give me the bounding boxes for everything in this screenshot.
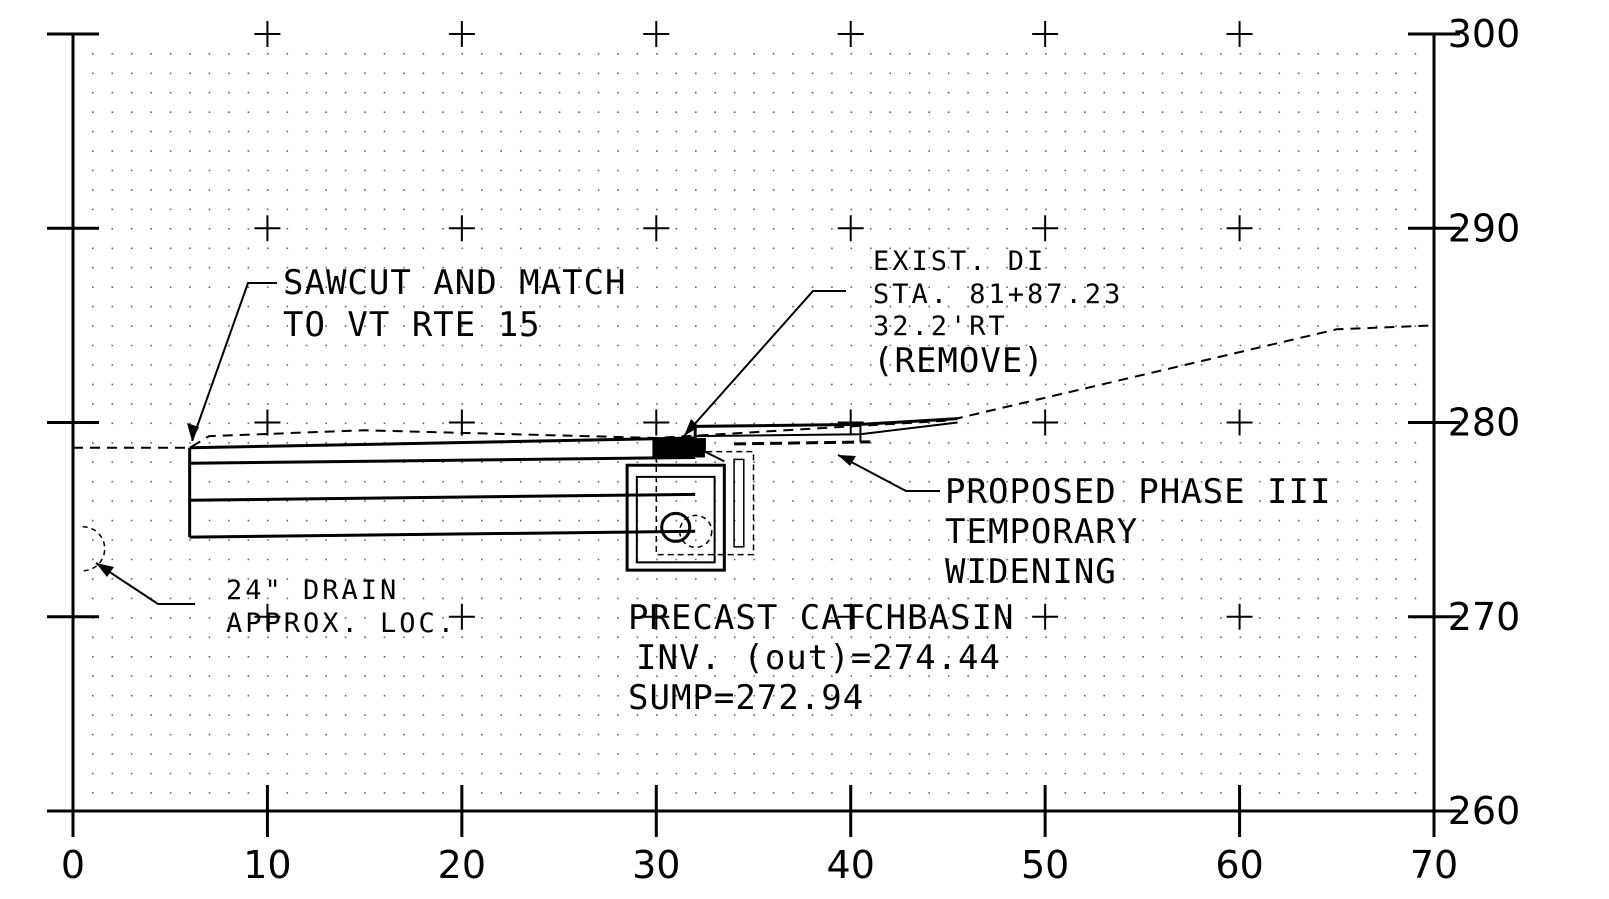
exist-di-line2: STA. 81+87.23 bbox=[873, 279, 1123, 310]
grid-crosshair bbox=[254, 21, 281, 47]
pavement-layer-line bbox=[189, 492, 696, 502]
grid-dot-pattern bbox=[92, 53, 1417, 794]
x-tick-label: 70 bbox=[1410, 843, 1458, 887]
y-tick-label: 270 bbox=[1448, 595, 1521, 639]
grid-crosshair bbox=[448, 215, 475, 242]
existing-di-wall bbox=[733, 458, 745, 548]
x-axis-ticks bbox=[71, 785, 1436, 837]
grid-crosshair bbox=[448, 603, 475, 630]
annotations: SAWCUT AND MATCH TO VT RTE 15 EXIST. DI … bbox=[95, 246, 1331, 718]
phase-leader bbox=[837, 454, 940, 492]
drain-line1: 24" DRAIN bbox=[226, 575, 399, 606]
phase-arrowhead bbox=[838, 455, 856, 466]
x-tick-label: 0 bbox=[61, 843, 85, 887]
grid-crosshair bbox=[1032, 603, 1059, 630]
grid-crosshair bbox=[1226, 603, 1253, 630]
sawcut-leader bbox=[191, 282, 277, 442]
x-axis-labels: 0 10 20 30 40 50 60 70 bbox=[61, 843, 1458, 887]
grid-crosshair bbox=[837, 603, 864, 630]
sawcut-arrowhead bbox=[187, 423, 199, 441]
grid-crosshair bbox=[1032, 21, 1059, 47]
grid-crosshair bbox=[254, 215, 281, 242]
existing-ground-line bbox=[73, 324, 1435, 449]
y-axis-labels: 260 270 280 290 300 bbox=[1448, 12, 1521, 833]
grid-crosshair bbox=[1032, 409, 1059, 436]
phase-line2: TEMPORARY bbox=[945, 512, 1138, 552]
catchbasin-line1: PRECAST CATCHBASIN bbox=[628, 598, 1014, 638]
grid-crosshair bbox=[448, 21, 475, 47]
catchbasin-line2: INV. (out)=274.44 bbox=[636, 638, 1001, 678]
phase-line3: WIDENING bbox=[945, 552, 1117, 592]
y-tick-label: 280 bbox=[1448, 401, 1521, 445]
pavement-layer-line bbox=[189, 529, 696, 539]
grid-crosshair bbox=[837, 409, 864, 436]
exist-di-line3: 32.2'RT bbox=[873, 311, 1008, 342]
grid-crosshair bbox=[1032, 215, 1059, 242]
grid-crosshair bbox=[643, 21, 670, 47]
x-tick-label: 20 bbox=[438, 843, 486, 887]
grid-crosshair bbox=[448, 409, 475, 436]
drain-line2: APPROX. LOC. bbox=[226, 608, 457, 639]
x-tick-label: 40 bbox=[827, 843, 875, 887]
x-tick-label: 10 bbox=[243, 843, 291, 887]
grid-crosshair bbox=[643, 215, 670, 242]
phase-line1: PROPOSED PHASE III bbox=[945, 472, 1331, 512]
y-axis-ticks bbox=[47, 32, 1460, 813]
grid-crosshair bbox=[1226, 409, 1253, 436]
y-tick-label: 260 bbox=[1448, 789, 1521, 833]
catchbasin-inner bbox=[635, 475, 716, 564]
exist-di-arrowhead bbox=[684, 419, 699, 436]
grid-crosshair bbox=[643, 603, 670, 630]
outlet-pipe-circle bbox=[660, 511, 692, 543]
existing-pipe-circle bbox=[678, 514, 713, 549]
pavement-layer-line bbox=[189, 455, 696, 465]
grid-crosshair bbox=[1226, 215, 1253, 242]
widening-dashed-line bbox=[734, 440, 871, 446]
grid-crosshairs bbox=[254, 21, 1253, 630]
grid-crosshair bbox=[837, 215, 864, 242]
x-tick-label: 30 bbox=[632, 843, 680, 887]
grid-crosshair bbox=[643, 409, 670, 436]
grid-crosshair bbox=[1226, 21, 1253, 47]
drain-leader bbox=[95, 562, 195, 605]
y-tick-label: 300 bbox=[1448, 12, 1521, 56]
catchbasin-line3: SUMP=272.94 bbox=[628, 678, 864, 718]
grid-crosshair bbox=[254, 409, 281, 436]
exist-di-leader bbox=[683, 290, 846, 437]
catchbasin-outer bbox=[625, 463, 726, 572]
dot-grid bbox=[92, 53, 1417, 794]
drain-pipe-arc bbox=[82, 526, 106, 572]
x-tick-label: 60 bbox=[1215, 843, 1263, 887]
section-geometry bbox=[73, 324, 1435, 572]
drain-arrowhead bbox=[96, 563, 114, 577]
catchbasin-grate bbox=[652, 438, 705, 458]
y-tick-label: 290 bbox=[1448, 206, 1521, 250]
exist-di-line4: (REMOVE) bbox=[873, 341, 1045, 381]
grid-crosshair bbox=[254, 603, 281, 630]
sawcut-note-line1: SAWCUT AND MATCH bbox=[283, 263, 627, 303]
x-tick-label: 50 bbox=[1021, 843, 1069, 887]
sawcut-note-line2: TO VT RTE 15 bbox=[283, 305, 541, 345]
exist-di-line1: EXIST. DI bbox=[873, 246, 1046, 277]
grid-crosshair bbox=[837, 21, 864, 47]
catchbasin-connector bbox=[703, 438, 725, 463]
